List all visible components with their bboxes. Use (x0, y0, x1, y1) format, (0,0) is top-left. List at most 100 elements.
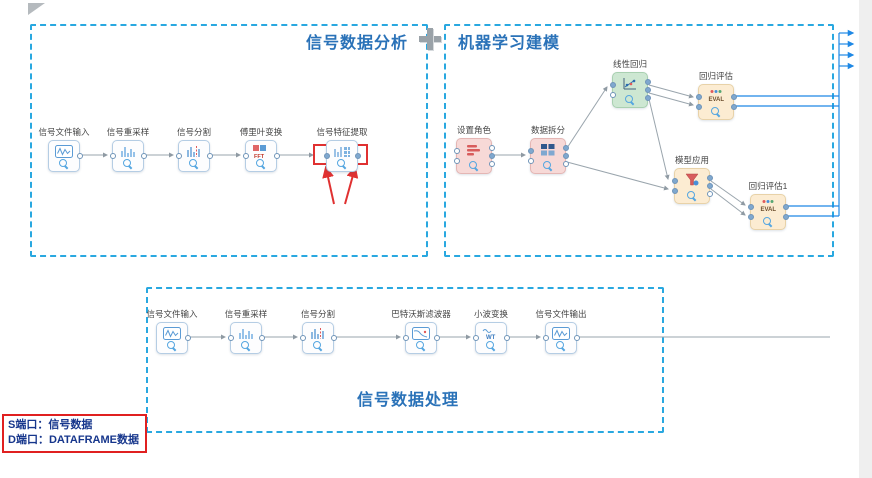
input-port[interactable] (227, 335, 234, 341)
node-feature-extraction[interactable]: 信号特征提取 (316, 127, 368, 172)
output-port[interactable] (706, 175, 713, 181)
magnifier-icon[interactable] (486, 341, 496, 351)
magnifier-icon[interactable] (687, 191, 697, 201)
magnifier-icon[interactable] (416, 341, 426, 351)
node-box[interactable] (299, 322, 337, 354)
node-signal-split-2[interactable]: 信号分割 (299, 309, 337, 354)
node-wavelet-transform[interactable]: 小波变换 WT (472, 309, 510, 354)
input-port[interactable] (242, 153, 249, 159)
input-port[interactable] (695, 94, 702, 100)
magnifier-icon[interactable] (123, 159, 133, 169)
magnifier-icon[interactable] (469, 161, 479, 171)
magnifier-icon[interactable] (337, 159, 347, 169)
input-port[interactable] (323, 153, 330, 159)
node-signal-resample[interactable]: 信号重采样 (107, 127, 149, 172)
node-box[interactable] (402, 322, 440, 354)
node-butterworth-filter[interactable]: 巴特沃斯滤波器 (391, 309, 451, 354)
node-signal-file-input[interactable]: 信号文件输入 (38, 127, 90, 172)
output-port[interactable] (488, 145, 495, 151)
output-port[interactable] (644, 79, 651, 85)
output-port[interactable] (140, 153, 147, 159)
input-port[interactable] (175, 153, 182, 159)
magnifier-icon[interactable] (59, 159, 69, 169)
output-port[interactable] (644, 95, 651, 101)
output-port[interactable] (433, 335, 440, 341)
input-port[interactable] (747, 214, 754, 220)
magnifier-icon[interactable] (256, 159, 266, 169)
magnifier-icon[interactable] (189, 159, 199, 169)
output-port[interactable] (206, 153, 213, 159)
magnifier-icon[interactable] (543, 161, 553, 171)
output-port[interactable] (488, 161, 495, 167)
node-box[interactable] (227, 322, 265, 354)
output-port[interactable] (706, 191, 713, 197)
output-port[interactable] (782, 214, 789, 220)
magnifier-icon[interactable] (556, 341, 566, 351)
input-port[interactable] (671, 188, 678, 194)
magnifier-icon[interactable] (763, 217, 773, 227)
node-regression-eval1[interactable]: 回归评估1 EVAL (747, 181, 789, 230)
input-port[interactable] (695, 104, 702, 110)
node-regression-eval[interactable]: 回归评估 EVAL (695, 71, 737, 120)
output-port[interactable] (354, 153, 361, 159)
input-port[interactable] (671, 178, 678, 184)
node-data-split[interactable]: 数据拆分 (527, 125, 569, 174)
output-port[interactable] (503, 335, 510, 341)
node-box[interactable] (527, 138, 569, 174)
input-port[interactable] (542, 335, 549, 341)
node-box[interactable]: FFT (242, 140, 280, 172)
node-box[interactable] (609, 72, 651, 108)
node-box[interactable] (453, 138, 495, 174)
node-signal-split[interactable]: 信号分割 (175, 127, 213, 172)
node-box[interactable]: EVAL (747, 194, 789, 230)
node-box[interactable] (671, 168, 713, 204)
fft-icon: FFT (252, 144, 270, 159)
magnifier-icon[interactable] (167, 341, 177, 351)
input-port[interactable] (609, 92, 616, 98)
input-port[interactable] (109, 153, 116, 159)
node-box[interactable] (156, 322, 191, 354)
output-port[interactable] (76, 153, 83, 159)
input-port[interactable] (527, 148, 534, 154)
output-port[interactable] (730, 104, 737, 110)
output-port[interactable] (562, 161, 569, 167)
output-port[interactable] (330, 335, 337, 341)
input-port[interactable] (747, 204, 754, 210)
node-fft[interactable]: 傅里叶变换 FFT (240, 127, 282, 172)
output-port[interactable] (258, 335, 265, 341)
input-port[interactable] (453, 148, 460, 154)
node-apply-model[interactable]: 模型应用 (671, 155, 713, 204)
magnifier-icon[interactable] (711, 107, 721, 117)
output-port[interactable] (644, 87, 651, 93)
magnifier-icon[interactable] (313, 341, 323, 351)
node-linear-regression[interactable]: 线性回归 (609, 59, 651, 108)
node-signal-resample-2[interactable]: 信号重采样 (225, 309, 267, 354)
node-box[interactable] (109, 140, 147, 172)
node-box[interactable] (48, 140, 83, 172)
output-port[interactable] (273, 153, 280, 159)
input-port[interactable] (527, 158, 534, 164)
node-box[interactable] (542, 322, 580, 354)
output-port[interactable] (184, 335, 191, 341)
output-port[interactable] (730, 94, 737, 100)
node-box[interactable]: WT (472, 322, 510, 354)
output-port[interactable] (706, 183, 713, 189)
input-port[interactable] (299, 335, 306, 341)
input-port[interactable] (472, 335, 479, 341)
magnifier-icon[interactable] (241, 341, 251, 351)
output-port[interactable] (562, 145, 569, 151)
output-port[interactable] (573, 335, 580, 341)
node-set-role[interactable]: 设置角色 (453, 125, 495, 174)
node-box[interactable]: EVAL (695, 84, 737, 120)
node-signal-file-output[interactable]: 信号文件输出 (535, 309, 587, 354)
output-port[interactable] (782, 204, 789, 210)
node-signal-file-input-2[interactable]: 信号文件输入 (146, 309, 198, 354)
input-port[interactable] (453, 158, 460, 164)
output-port[interactable] (488, 153, 495, 159)
magnifier-icon[interactable] (625, 95, 635, 105)
input-port[interactable] (402, 335, 409, 341)
input-port[interactable] (609, 82, 616, 88)
node-box[interactable] (175, 140, 213, 172)
node-box[interactable] (323, 140, 361, 172)
output-port[interactable] (562, 153, 569, 159)
